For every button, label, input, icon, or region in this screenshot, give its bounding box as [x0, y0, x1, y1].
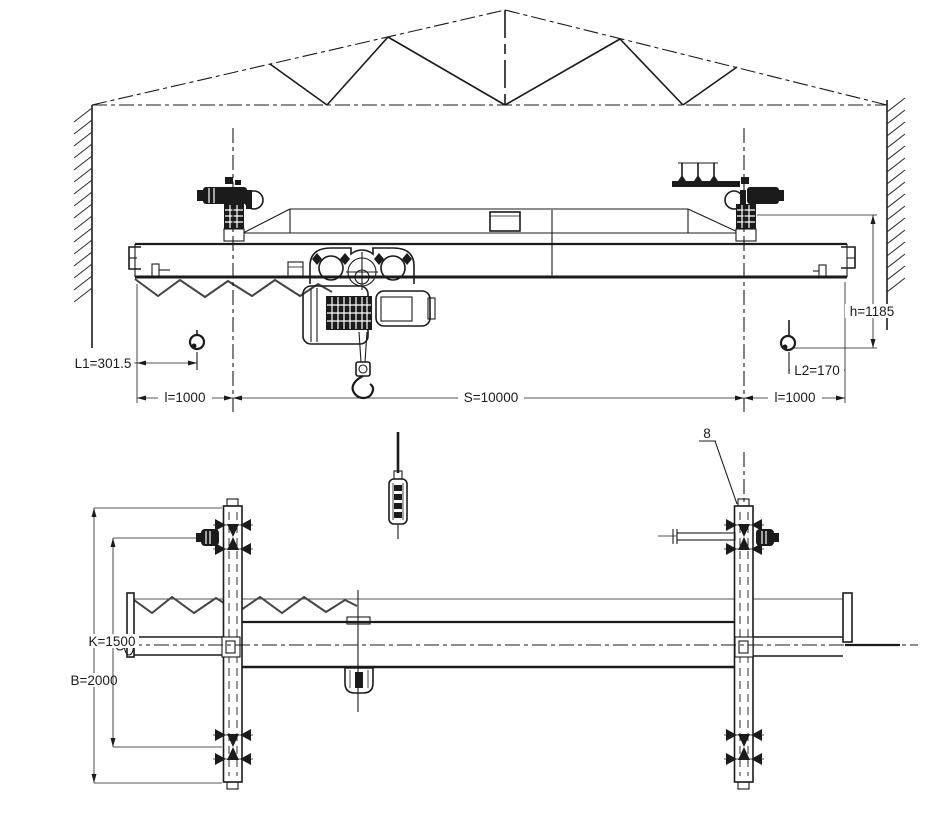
dimension-label-l2: L2=170	[794, 363, 839, 378]
callout-label: 8	[703, 426, 711, 441]
wheel-block-left	[223, 204, 245, 242]
dimension-label-k: K=1500	[89, 634, 136, 649]
trolley-wheel-right	[380, 255, 406, 281]
girder-right-end-plate	[842, 592, 853, 643]
left-wall-hatching	[73, 107, 93, 303]
dimension-label-span: S=10000	[464, 390, 518, 405]
festoon-cable-plan	[133, 595, 358, 615]
current-collector	[672, 162, 740, 187]
festoon-cable-elevation	[134, 278, 333, 299]
trolley-crosshead	[346, 252, 378, 290]
wheel-block-right	[735, 204, 757, 242]
truss-web-members	[269, 36, 738, 106]
flange-clamp-left	[151, 263, 170, 278]
bridge-girder-elevation	[128, 208, 856, 279]
dimension-span: S=10000	[233, 390, 744, 405]
dimension-l2: L2=170	[789, 363, 845, 378]
elevation-view: L1=301.5 l=1000 S=10000 l=1000	[72, 9, 906, 412]
roof-truss	[91, 9, 888, 106]
plan-view: 8 B=2000 K=1500	[67, 426, 918, 790]
truss-top-chord-right	[504, 9, 888, 106]
flange-clamp-right	[813, 264, 827, 278]
girder-connection-plate-right	[734, 636, 754, 658]
buffer-top-right	[737, 498, 750, 507]
dimension-k: K=1500	[86, 537, 222, 748]
dimension-l1: L1=301.5	[72, 356, 197, 371]
truss-top-chord-left	[91, 9, 506, 106]
festoon-system-plan	[133, 595, 843, 615]
right-wall	[886, 97, 906, 330]
trolley-frame	[309, 247, 415, 284]
travel-motor-right-plan	[756, 529, 774, 546]
callout-leader-line	[714, 440, 738, 505]
gearbox-left	[244, 190, 264, 210]
pendant-body-plan	[344, 667, 374, 694]
hoist-trolley	[302, 247, 436, 400]
dimensions-elevation: L1=301.5 l=1000 S=10000 l=1000	[72, 214, 899, 405]
right-end-truck-elevation	[672, 162, 784, 242]
hook-limit-left	[188, 330, 206, 370]
dimension-label-h: h=1185	[850, 304, 894, 319]
dimension-label-l1: L1=301.5	[75, 356, 132, 371]
wheel-top-right	[724, 519, 764, 555]
pendant-control	[388, 432, 408, 539]
girder-access-hatch	[489, 211, 521, 232]
motor-coupling	[225, 177, 233, 184]
dimension-h: h=1185	[757, 214, 899, 349]
hook-block	[351, 331, 375, 400]
hoist-body	[302, 285, 436, 345]
girder-connection-plate-left	[221, 636, 241, 658]
dimension-label-l-left: l=1000	[165, 390, 206, 405]
travel-motor-right	[747, 187, 779, 204]
hoist-motor	[375, 290, 431, 327]
left-end-truck-plan	[196, 498, 253, 790]
pendant-button	[394, 485, 402, 491]
pendant-clamp	[346, 616, 371, 625]
pendant-button	[394, 503, 402, 509]
collector-arm-plan	[658, 529, 736, 544]
girder-left-end-plate	[126, 592, 135, 658]
buffer-bottom-right	[737, 781, 750, 790]
part-callout-8: 8	[699, 426, 738, 505]
pendant-plan	[344, 590, 374, 712]
cable-trolley	[287, 261, 304, 277]
dimension-label-l-right: l=1000	[775, 390, 816, 405]
trolley-wheel-left	[318, 255, 344, 281]
dimension-l-right: l=1000	[744, 390, 845, 405]
pendant-button	[394, 512, 402, 518]
dimension-l-left: l=1000	[137, 390, 233, 405]
wheel-bottom-left	[213, 729, 253, 765]
buffer-bottom-left	[226, 781, 239, 790]
dimensions-plan: B=2000 K=1500	[67, 507, 222, 784]
hook-limit-right	[779, 320, 797, 374]
wheel-top-left	[213, 519, 253, 555]
travel-motor-left	[203, 187, 247, 204]
right-wall-hatching	[886, 97, 906, 293]
hook	[351, 375, 375, 400]
dimension-label-b: B=2000	[71, 673, 118, 688]
pendant-button	[394, 494, 402, 500]
left-end-truck-elevation	[197, 177, 264, 242]
bridge-girder-plan	[115, 592, 900, 669]
wheel-bottom-right	[724, 729, 764, 765]
right-end-truck-plan	[658, 452, 779, 790]
left-wall	[73, 105, 93, 348]
buffer-top-left	[226, 498, 239, 507]
